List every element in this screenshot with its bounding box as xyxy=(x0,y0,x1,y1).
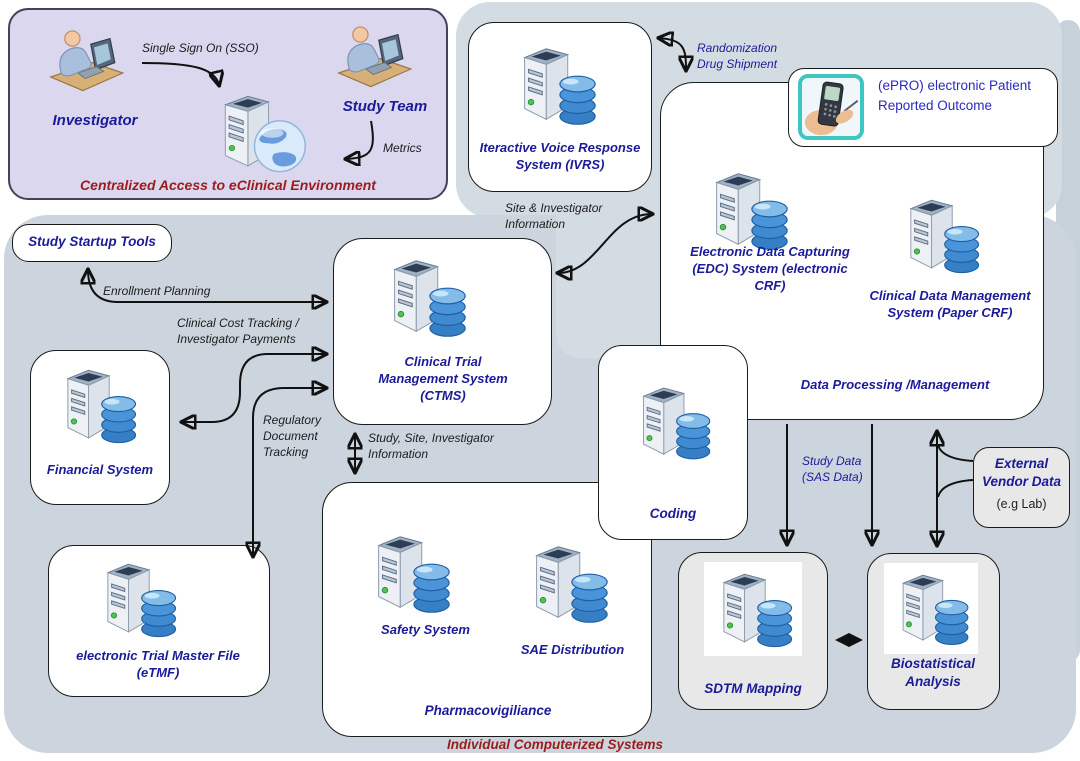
server-database-icon xyxy=(50,360,144,450)
cdms-title: Clinical Data Management System (Paper C… xyxy=(869,288,1031,320)
server-globe-icon xyxy=(210,86,314,180)
study-startup-title: Study Startup Tools xyxy=(28,234,156,249)
financial-title: Financial System xyxy=(46,462,154,477)
data-processing-caption: Data Processing /Management xyxy=(800,377,990,392)
study-team-person-icon xyxy=(334,20,414,94)
randomization-flow-label: Randomization Drug Shipment xyxy=(697,41,778,72)
metrics-flow-label: Metrics xyxy=(383,141,422,155)
ivrs-title: Iteractive Voice Response System (IVRS) xyxy=(479,140,641,172)
server-database-icon xyxy=(626,378,718,466)
footer-caption: Individual Computerized Systems xyxy=(446,737,664,752)
server-database-icon xyxy=(698,163,796,257)
server-database-icon xyxy=(506,38,604,132)
centralized-caption: Centralized Access to eClinical Environm… xyxy=(80,177,376,193)
edc-title: Electronic Data Capturing (EDC) System (… xyxy=(690,244,850,293)
study-site-investigator-flow-label: Study, Site, Investigator Information xyxy=(368,431,494,462)
study-team-label: Study Team xyxy=(342,98,428,115)
external-vendor-title: External Vendor Data xyxy=(981,456,1062,489)
etmf-title: electronic Trial Master File (eTMF) xyxy=(76,648,240,680)
biostat-title: Biostatistical Analysis xyxy=(890,656,976,689)
server-database-icon xyxy=(518,536,616,630)
external-vendor-note: (e.g Lab) xyxy=(996,497,1047,511)
clinical-cost-flow-label: Clinical Cost Tracking / Investigator Pa… xyxy=(177,316,299,347)
sae-distribution-title: SAE Distribution xyxy=(520,642,625,657)
sdtm-title: SDTM Mapping xyxy=(704,681,802,696)
server-database-icon xyxy=(704,562,802,656)
investigator-label: Investigator xyxy=(52,112,138,129)
external-vendor-data-box xyxy=(973,447,1070,528)
study-data-flow-label: Study Data (SAS Data) xyxy=(802,454,863,485)
investigator-person-icon xyxy=(46,22,126,100)
epro-title: (ePRO) electronic Patient Reported Outco… xyxy=(878,78,1032,114)
handheld-epro-device-icon xyxy=(798,74,864,140)
ctms-title: Clinical Trial Management System (CTMS) xyxy=(378,354,508,403)
study-startup-tools-box xyxy=(12,224,172,262)
server-database-icon xyxy=(884,563,978,654)
regulatory-flow-label: Regulatory Document Tracking xyxy=(263,413,322,460)
enrollment-flow-label: Enrollment Planning xyxy=(103,284,211,298)
server-database-icon xyxy=(376,250,474,344)
site-investigator-flow-label: Site & Investigator Information xyxy=(505,201,603,232)
server-database-icon xyxy=(893,190,987,280)
coding-title: Coding xyxy=(649,506,697,521)
safety-system-title: Safety System xyxy=(381,622,470,637)
server-database-icon xyxy=(90,554,184,644)
pharmacovigilance-caption: Pharmacovigiliance xyxy=(424,703,552,718)
sso-flow-label: Single Sign On (SSO) xyxy=(142,41,259,55)
server-database-icon xyxy=(360,526,458,620)
